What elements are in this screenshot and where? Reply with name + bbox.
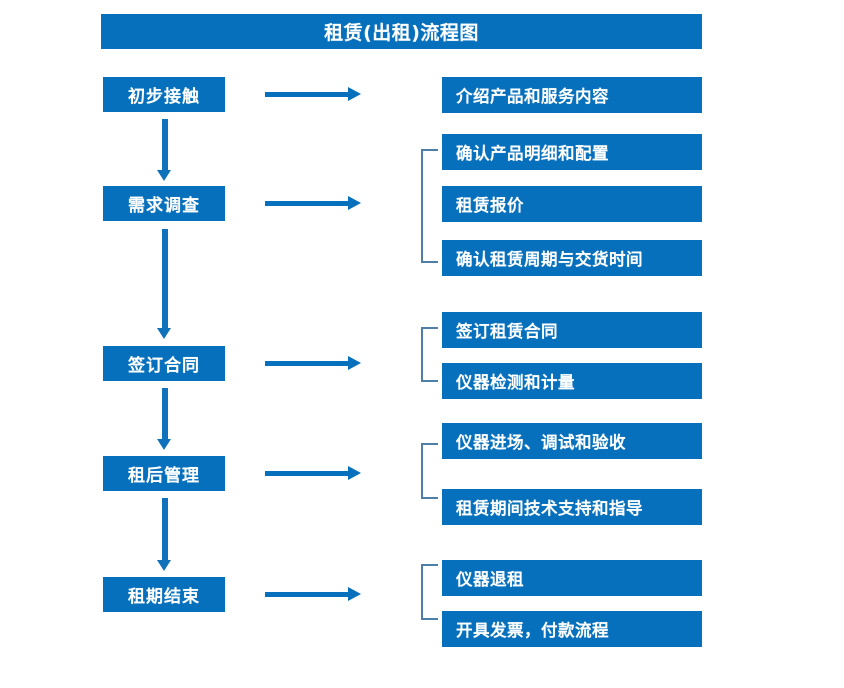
stage-box-1[interactable]: 初步接触 [103, 77, 225, 112]
detail-box-2[interactable]: 确认产品明细和配置 [442, 134, 702, 170]
horizontal-arrow-icon-2 [265, 196, 361, 210]
stage-box-2[interactable]: 需求调查 [103, 186, 225, 221]
detail-box-10[interactable]: 开具发票，付款流程 [442, 611, 702, 647]
stage-box-5[interactable]: 租期结束 [103, 577, 225, 612]
horizontal-arrow-icon-3 [265, 356, 361, 370]
stage-box-4[interactable]: 租后管理 [103, 456, 225, 491]
group-bracket-icon-2 [421, 149, 438, 263]
detail-box-7[interactable]: 仪器进场、调试和验收 [442, 423, 702, 459]
detail-box-5[interactable]: 签订租赁合同 [442, 312, 702, 348]
stage-box-3[interactable]: 签订合同 [103, 346, 225, 381]
detail-box-1[interactable]: 介绍产品和服务内容 [442, 77, 702, 113]
detail-box-3[interactable]: 租赁报价 [442, 186, 702, 222]
vertical-arrow-icon-1 [157, 119, 172, 181]
vertical-arrow-icon-3 [157, 388, 172, 450]
detail-box-8[interactable]: 租赁期间技术支持和指导 [442, 489, 702, 525]
vertical-arrow-icon-4 [157, 498, 172, 571]
horizontal-arrow-icon-5 [265, 587, 361, 601]
detail-box-6[interactable]: 仪器检测和计量 [442, 363, 702, 399]
detail-box-4[interactable]: 确认租赁周期与交货时间 [442, 240, 702, 276]
horizontal-arrow-icon-4 [265, 466, 361, 480]
group-bracket-icon-5 [421, 564, 438, 620]
group-bracket-icon-4 [421, 443, 438, 499]
group-bracket-icon-3 [421, 327, 438, 382]
page-title: 租赁(出租)流程图 [101, 14, 702, 49]
horizontal-arrow-icon-1 [265, 87, 361, 101]
detail-box-9[interactable]: 仪器退租 [442, 560, 702, 596]
vertical-arrow-icon-2 [157, 229, 172, 339]
